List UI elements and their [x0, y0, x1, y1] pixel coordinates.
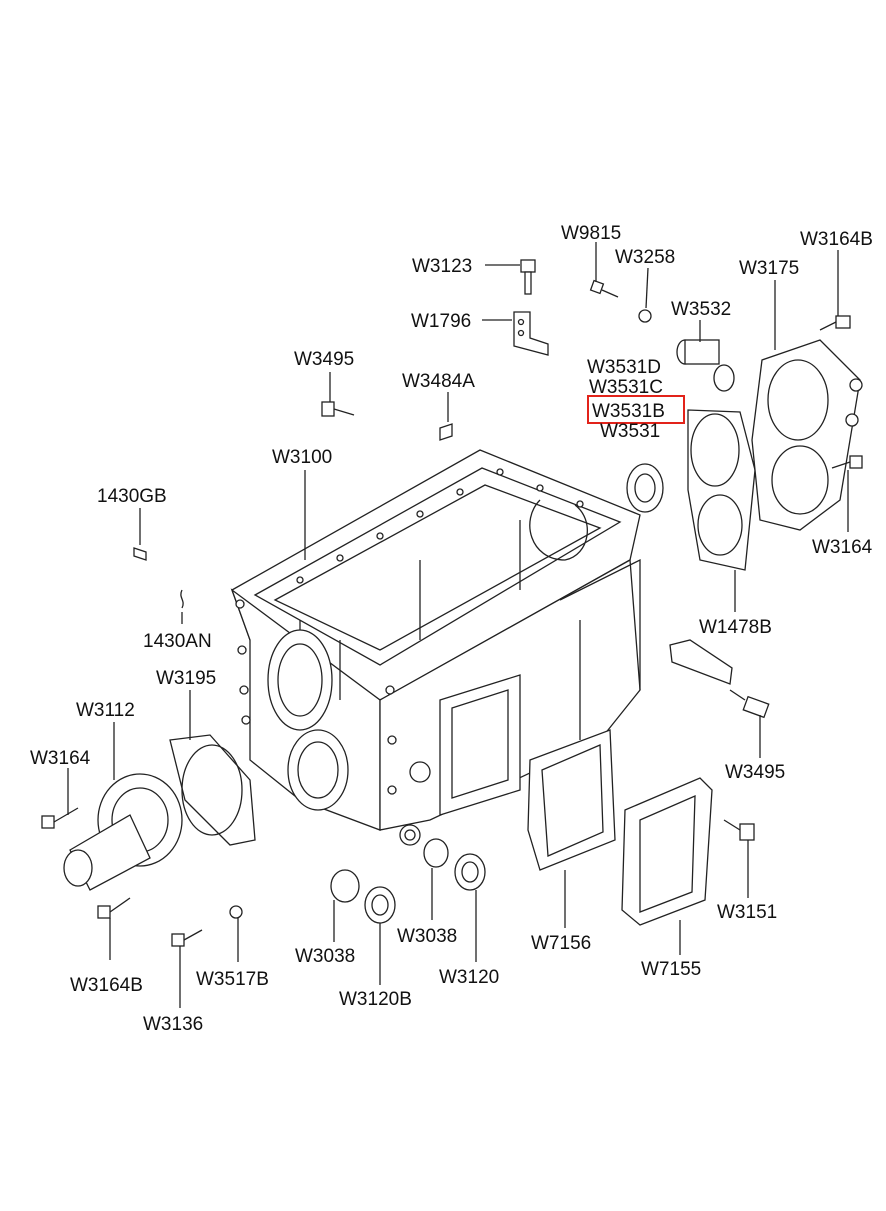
- part-labels: W9815 W3164B W3123 W3258 W3175 W3532 W17…: [30, 223, 873, 1035]
- clip-1430an: [180, 589, 184, 609]
- label-w3175: W3175: [739, 258, 799, 279]
- gear-w3532: [676, 339, 735, 392]
- label-w3532: W3532: [671, 299, 731, 320]
- label-w1478b: W1478B: [699, 617, 772, 638]
- bolt-w3164b-top: [819, 315, 851, 331]
- bolt-w3164-left: [41, 807, 79, 829]
- label-w3164-left: W3164: [30, 748, 91, 769]
- washer-w3038-right: [423, 838, 449, 868]
- label-w3531: W3531: [600, 421, 660, 442]
- label-w3136: W3136: [143, 1014, 203, 1035]
- bolt-w3495-top: [321, 401, 355, 417]
- gasket-w1478b: [687, 409, 756, 571]
- label-w3120: W3120: [439, 967, 499, 988]
- label-w3531b[interactable]: W3531B: [592, 401, 665, 422]
- bracket-w1796: [513, 311, 549, 356]
- stud-w3484a: [439, 423, 453, 441]
- label-w3531d: W3531D: [587, 357, 661, 378]
- label-w3495-right: W3495: [725, 762, 785, 783]
- cover-w7155: [621, 777, 713, 926]
- bracket-w3495: [669, 639, 770, 719]
- gasket-w7156: [527, 729, 616, 871]
- label-1430gb: 1430GB: [97, 486, 167, 507]
- label-w3038-right: W3038: [397, 926, 457, 947]
- label-w1796: W1796: [411, 311, 471, 332]
- label-w7156: W7156: [531, 933, 591, 954]
- label-w3100: W3100: [272, 447, 332, 468]
- label-w3195: W3195: [156, 668, 216, 689]
- label-w3164b-bottom: W3164B: [70, 975, 143, 996]
- label-w3517b: W3517B: [196, 969, 269, 990]
- label-1430an: 1430AN: [143, 631, 212, 652]
- seal-w3531: [626, 463, 664, 513]
- label-w3164b-top: W3164B: [800, 229, 873, 250]
- leader-lines: [67, 242, 849, 1008]
- retainer-w3112: [63, 773, 183, 891]
- plug-w3120: [454, 853, 486, 891]
- label-w3151: W3151: [717, 902, 777, 923]
- washer-w3258: [638, 309, 652, 323]
- label-w3531c: W3531C: [589, 377, 663, 398]
- plug-w3120b: [364, 886, 396, 924]
- label-w3112: W3112: [76, 700, 135, 721]
- bolt-w9815: [589, 279, 619, 298]
- bolt-w3164b-bottom: [97, 897, 131, 919]
- highlight-box: [587, 395, 685, 424]
- label-w3164-right: W3164: [812, 537, 873, 558]
- washer-w3038-left: [330, 869, 360, 903]
- transmission-case: [230, 449, 641, 846]
- cover-w3175: [751, 339, 863, 531]
- gasket-w3195: [169, 734, 256, 846]
- label-w9815: W9815: [561, 223, 621, 244]
- label-w3120b: W3120B: [339, 989, 412, 1010]
- label-w3495-top: W3495: [294, 349, 354, 370]
- label-w3258: W3258: [615, 247, 675, 268]
- label-w3038-left: W3038: [295, 946, 355, 967]
- bolt-w3123: [520, 259, 536, 295]
- washer-w3517b: [229, 905, 243, 919]
- label-w3123: W3123: [412, 256, 472, 277]
- bolt-w3151: [723, 819, 755, 841]
- bolt-w3164-right: [831, 455, 863, 469]
- bolt-w3136: [171, 929, 203, 947]
- label-w7155: W7155: [641, 959, 701, 980]
- label-w3484a: W3484A: [402, 371, 475, 392]
- pin-1430gb: [133, 547, 147, 561]
